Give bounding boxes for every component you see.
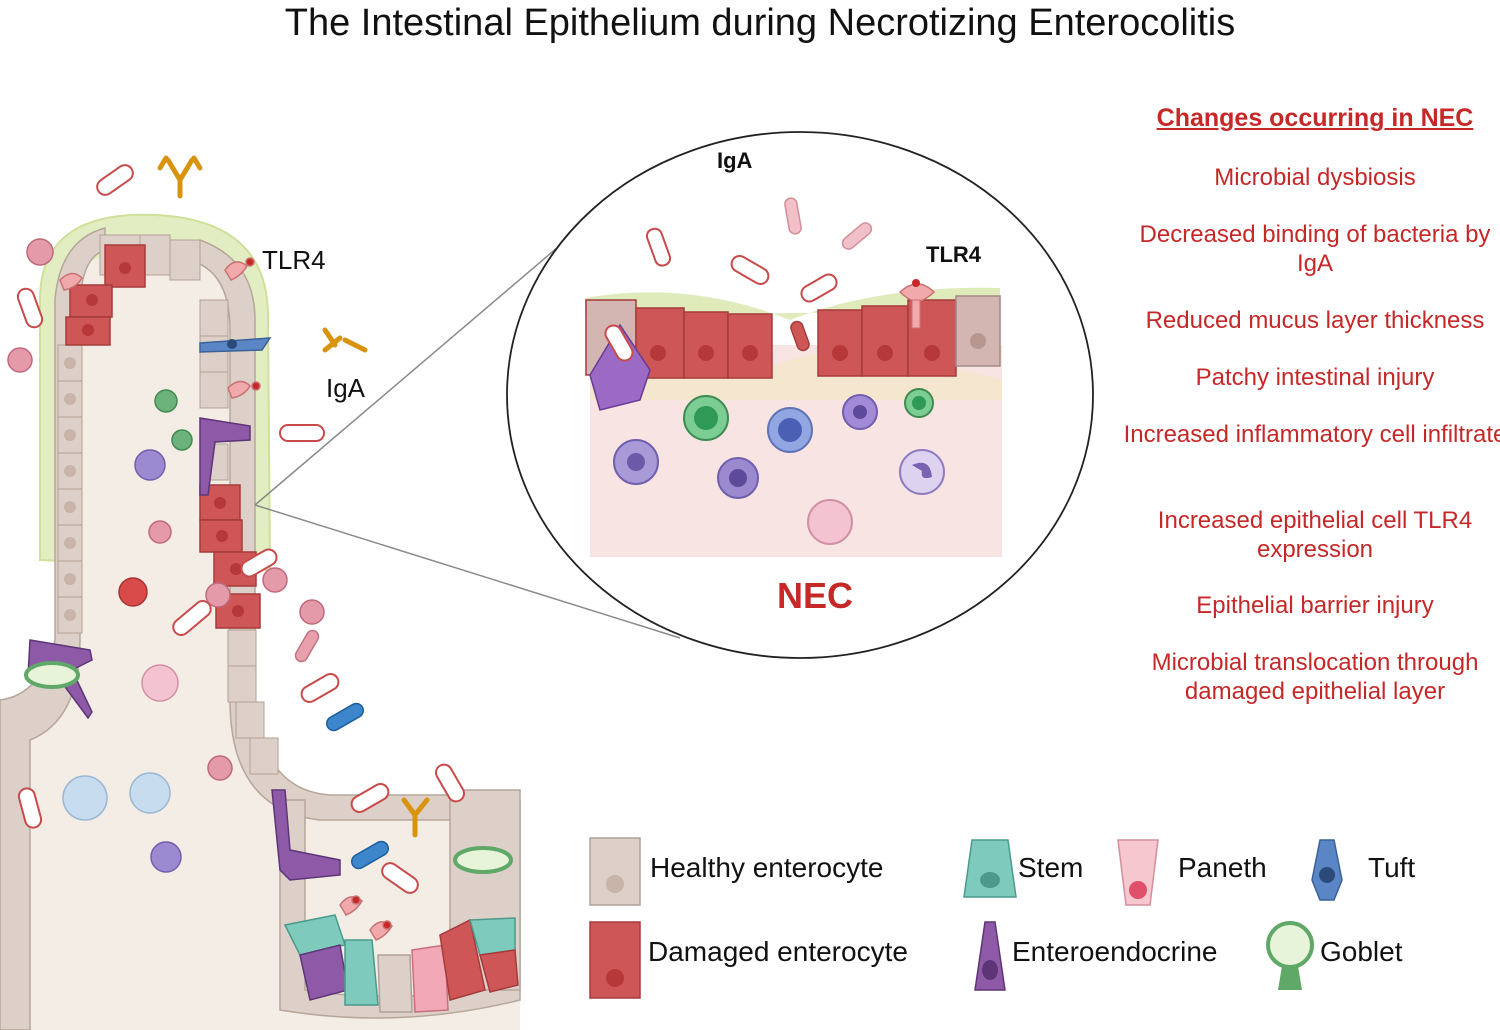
zoom-immune-cells: [589, 323, 945, 545]
legend-healthy-label: Healthy enterocyte: [650, 852, 884, 883]
legend-paneth-icon: [1117, 839, 1159, 906]
change-item: Decreased binding of bacteria by IgA: [1139, 221, 1491, 277]
bacteria-and-immune-cells-left: [7, 164, 465, 894]
legend-goblet-icon: [1266, 921, 1314, 990]
change-item: Microbial dysbiosis: [1214, 164, 1416, 191]
legend-paneth-label: Paneth: [1178, 852, 1267, 883]
change-item: Increased epithelial cell TLR4 expressio…: [1157, 507, 1473, 563]
iga-label-zoom: IgA: [717, 148, 753, 173]
crypt-base-cells: [283, 914, 519, 1013]
legend-enteroendocrine-icon: [974, 921, 1006, 991]
legend-damaged-icon: [589, 921, 641, 999]
zoom-tlr4-receptor: [898, 279, 936, 329]
figure-title: The Intestinal Epithelium during Necroti…: [284, 2, 1236, 44]
zoom-bacteria: [604, 227, 838, 362]
legend-enteroendocrine-label: Enteroendocrine: [1012, 936, 1218, 967]
goblet-cells-villus: [24, 661, 513, 874]
zoom-circle: [506, 131, 1094, 659]
healthy-enterocytes-left: [57, 344, 83, 634]
tlr4-label-villus: TLR4: [262, 245, 326, 275]
legend-tuft-icon: [1311, 839, 1343, 901]
legend-stem-label: Stem: [1018, 852, 1084, 883]
tlr4-label-zoom: TLR4: [926, 242, 981, 267]
legend-healthy-icon: [589, 837, 641, 906]
villus-illustration: [0, 213, 521, 1030]
change-item: Epithelial barrier injury: [1196, 592, 1434, 619]
tuft-cell-villus: [199, 337, 272, 353]
change-item: Increased inflammatory cell infiltrate: [1123, 421, 1500, 448]
legend-stem-icon: [963, 839, 1017, 898]
change-item: Reduced mucus layer thickness: [1145, 307, 1485, 334]
change-item: Microbial translocation through damaged …: [1151, 649, 1479, 705]
legend-tuft-label: Tuft: [1368, 852, 1416, 883]
iga-label-villus: IgA: [326, 373, 366, 403]
tlr4-receptors-villus: [59, 257, 393, 941]
change-item: Patchy intestinal injury: [1195, 364, 1435, 391]
lamina-propria: [0, 251, 520, 1030]
nec-label: NEC: [776, 575, 853, 616]
legend-damaged-label: Damaged enterocyte: [648, 936, 908, 967]
legend-goblet-label: Goblet: [1320, 936, 1403, 967]
changes-heading: Changes occurring in NEC: [1156, 104, 1474, 132]
legend-icons: [589, 837, 1343, 999]
